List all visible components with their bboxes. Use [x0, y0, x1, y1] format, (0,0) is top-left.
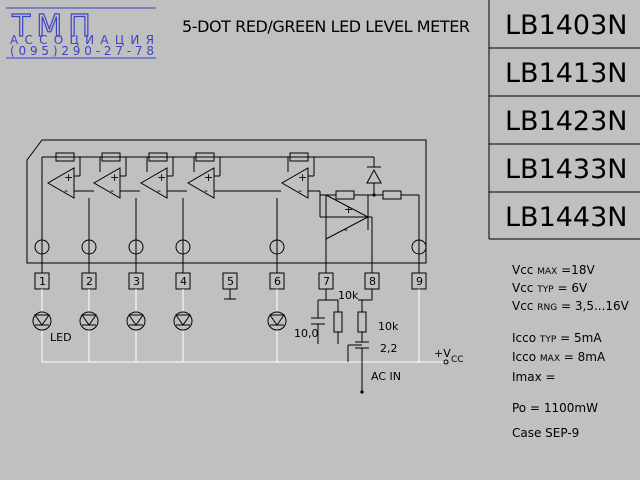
pin-3: 3: [133, 275, 140, 288]
pin8-network: 10k 2,2 AC IN: [347, 289, 401, 394]
res-10k-b-label: 10k: [378, 320, 399, 333]
svg-text:+: +: [204, 171, 213, 184]
pin-5: 5: [227, 275, 234, 288]
pin-2: 2: [86, 275, 93, 288]
zener-diode: [366, 166, 382, 184]
part-number-2: LB1413N: [505, 58, 627, 89]
pin-4: 4: [180, 275, 187, 288]
spec-icco-typ: Icco TYP = 5mA: [512, 331, 602, 345]
svg-text:+: +: [110, 171, 119, 184]
svg-text:-: -: [204, 184, 208, 197]
vcc-terminal: +V CC: [434, 347, 464, 365]
pin-8: 8: [369, 275, 376, 288]
comparator-1: +-: [46, 157, 94, 199]
part-number-table: LB1403N LB1413N LB1423N LB1433N LB1443N: [488, 0, 640, 240]
res-10k-a-label: 10k: [338, 289, 359, 302]
svg-text:-: -: [110, 184, 114, 197]
led-array: LED: [32, 289, 446, 363]
led-3: [126, 311, 146, 331]
part-number-1: LB1403N: [505, 10, 627, 41]
resistor-r1: [55, 152, 75, 162]
comparator-3: +-: [139, 157, 187, 199]
svg-text:-: -: [344, 223, 348, 236]
cap-10-label: 10,0: [294, 327, 319, 340]
comparator-2: +-: [92, 157, 140, 199]
comparator-4: +-: [186, 157, 235, 199]
resistor-10k-a: [333, 311, 343, 333]
spec-vcc-rng: Vcc RNG = 3,5...16V: [512, 299, 630, 313]
resistor-10k-b: [357, 311, 367, 333]
led-2: [79, 311, 99, 331]
pin-row: 1 2 3 4 5 6 7 8 9: [34, 254, 427, 290]
vcc-label: +V: [434, 347, 451, 360]
svg-text:+: +: [344, 203, 353, 216]
resistor-r3: [148, 152, 168, 162]
pin-6: 6: [274, 275, 281, 288]
part-number-4: LB1433N: [505, 154, 627, 185]
tmp-logo: ТМП АССОЦИАЦИЯ (095)290-27-78: [6, 7, 156, 59]
vcc-subscript: CC: [451, 355, 464, 365]
resistor-r4: [195, 152, 215, 162]
ground-symbol: [224, 289, 236, 300]
svg-text:+: +: [157, 171, 166, 184]
diagram-title: 5-DOT RED/GREEN LED LEVEL METER: [182, 17, 470, 36]
svg-text:-: -: [64, 184, 68, 197]
spec-vcc-max: Vcc MAX =18V: [512, 263, 595, 277]
resistor-feedback-2: [382, 190, 402, 200]
svg-text:+: +: [64, 171, 73, 184]
pin-9: 9: [416, 275, 423, 288]
svg-text:-: -: [157, 184, 161, 197]
led-label: LED: [50, 331, 72, 344]
svg-text:-: -: [298, 184, 302, 197]
resistor-r5: [289, 152, 309, 162]
reference-divider: [41, 152, 374, 240]
pin7-network: 10,0 10k: [294, 289, 359, 344]
resistor-feedback-1: [335, 190, 355, 200]
logo-mark: ТМП: [11, 9, 97, 44]
pin-7: 7: [323, 275, 330, 288]
spec-imax: Imax =: [512, 370, 556, 384]
spec-po: Po = 1100mW: [512, 401, 598, 415]
led-5: [267, 311, 287, 331]
led-1: [32, 311, 52, 331]
current-sources: [34, 194, 427, 255]
comparator-5: +-: [280, 157, 320, 199]
part-number-3: LB1423N: [505, 106, 627, 137]
spec-vcc-typ: Vcc TYP = 6V: [512, 281, 588, 295]
comparator-array: +- +- +- +- +-: [46, 157, 320, 199]
led-4: [173, 311, 193, 331]
input-amplifier: +-: [319, 157, 410, 258]
spec-case: Case SEP-9: [512, 426, 579, 440]
ic-package-outline: [26, 139, 427, 264]
spec-list: Vcc MAX =18V Vcc TYP = 6V Vcc RNG = 3,5.…: [512, 263, 630, 440]
svg-text:+: +: [298, 171, 307, 184]
ac-in-label: AC IN: [371, 370, 401, 383]
spec-icco-max: Icco MAX = 8mA: [512, 350, 606, 364]
part-number-5: LB1443N: [505, 202, 627, 233]
pin-1: 1: [39, 275, 46, 288]
resistor-r2: [101, 152, 121, 162]
cap-2-2-label: 2,2: [380, 342, 398, 355]
